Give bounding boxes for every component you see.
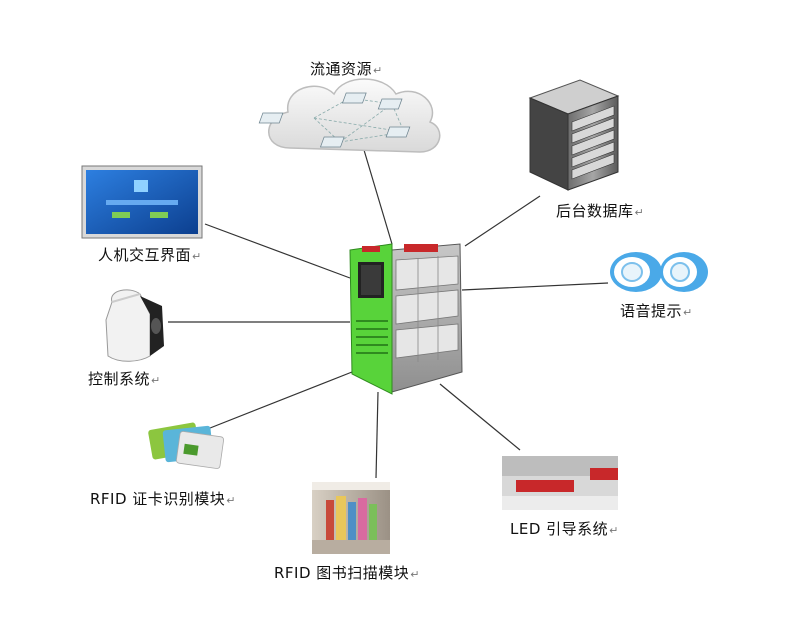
line-rfid-scan [375,391,379,479]
speaker-icon [610,252,708,292]
label-speaker: 语音提示↵ [620,300,693,321]
label-server: 后台数据库↵ [556,200,644,221]
label-speaker-text: 语音提示 [620,302,683,320]
rfid-card-icon [148,422,225,469]
label-rfid-card-text: RFID 证卡识别模块 [90,490,226,508]
label-hmi-text: 人机交互界面 [98,246,192,264]
return-mark: ↵ [226,494,237,507]
label-led: LED 引导系统↵ [510,518,619,539]
label-cloud: 流通资源↵ [310,58,383,79]
line-led [439,383,521,451]
line-speaker [461,282,609,291]
label-hmi: 人机交互界面↵ [98,244,202,265]
label-server-text: 后台数据库 [556,202,634,220]
control-device-icon [105,289,164,362]
return-mark: ↵ [192,250,202,263]
server-icon [528,79,620,191]
return-mark: ↵ [151,374,161,387]
line-hmi [204,223,351,279]
label-cloud-text: 流通资源 [310,60,373,78]
return-mark: ↵ [609,524,619,537]
connector-lines [168,149,609,479]
book-scan-photo [312,482,390,554]
cabinet-led-strip [404,244,438,252]
label-control: 控制系统↵ [88,368,161,389]
label-rfid-scan: RFID 图书扫描模块↵ [274,562,420,583]
line-cloud [363,149,393,245]
return-mark: ↵ [373,64,383,77]
label-rfid-card: RFID 证卡识别模块↵ [90,488,236,509]
line-server [464,195,541,247]
return-mark: ↵ [634,206,645,219]
label-led-text: LED 引导系统 [510,520,609,538]
touchscreen-icon [81,165,203,239]
return-mark: ↵ [410,568,421,581]
led-display-photo [502,456,618,510]
label-rfid-scan-text: RFID 图书扫描模块 [274,564,410,582]
line-rfid-card [204,371,353,431]
bookshelf-cabinet [349,243,463,395]
cloud-icon [258,78,441,153]
label-control-text: 控制系统 [88,370,151,388]
return-mark: ↵ [683,306,693,319]
